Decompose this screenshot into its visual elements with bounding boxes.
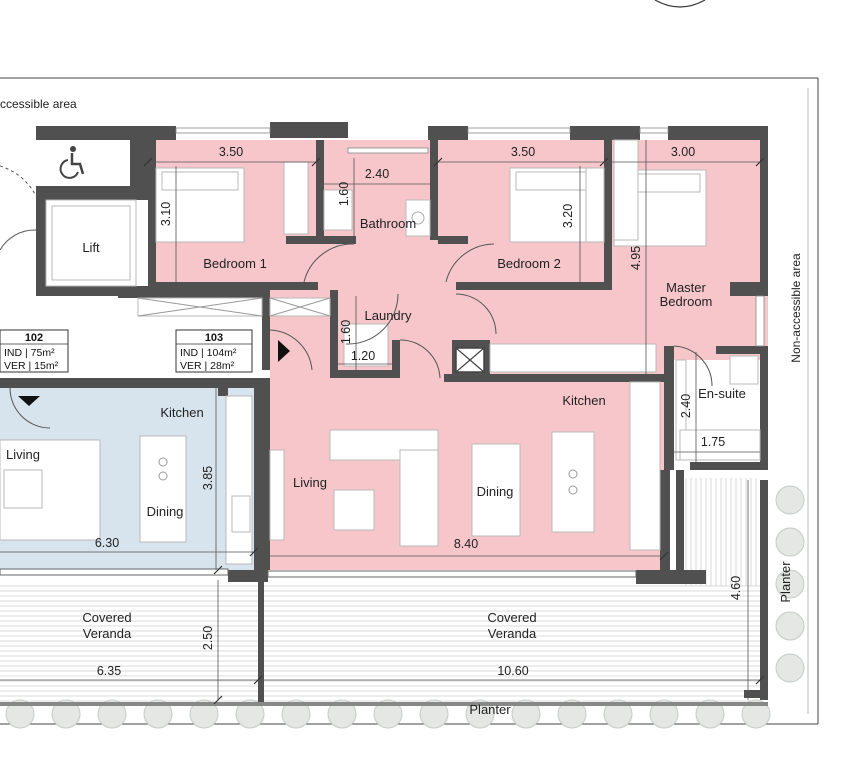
dim-master-width: 3.00 (671, 145, 695, 159)
ensuite-label: En-suite (698, 386, 746, 401)
lift-label: Lift (82, 240, 100, 255)
planter-bush (775, 485, 805, 515)
unit-103-number: 103 (205, 332, 223, 344)
dim-bed1-width: 3.50 (219, 145, 243, 159)
kitchen-103-label: Kitchen (562, 393, 605, 408)
planter-bush (775, 527, 805, 557)
dim-bed2-width: 3.50 (511, 145, 535, 159)
master-bedroom-label-line1: Master (666, 280, 706, 295)
planter-bush (143, 699, 173, 729)
dining-103-label: Dining (477, 484, 514, 499)
planter-bush (775, 569, 805, 599)
planter-bush (649, 699, 679, 729)
living-103-label: Living (293, 475, 327, 490)
entry-arrow-icon (18, 396, 40, 406)
dim-unit102-depth: 3.85 (201, 466, 215, 490)
unit-102-ind: IND | 75m² (4, 347, 55, 359)
unit-102-infobox (0, 329, 69, 373)
dim-laundry-depth: 1.60 (339, 320, 353, 344)
planter-bush (603, 699, 633, 729)
dim-ensuite-depth: 2.40 (679, 394, 693, 418)
planter-bush (51, 699, 81, 729)
veranda-decking (0, 478, 760, 702)
kitchen-102-label: Kitchen (160, 405, 203, 420)
dim-unit102-width: 6.30 (95, 536, 119, 550)
site-outline (0, 0, 819, 725)
planter-bush (465, 699, 495, 729)
unit-103-ind: IND | 104m² (180, 347, 237, 359)
planter-bush (775, 653, 805, 683)
planter-bush (557, 699, 587, 729)
planter-bush (281, 699, 311, 729)
dim-bath-width: 2.40 (365, 167, 389, 181)
dim-laundry-width: 1.20 (351, 349, 375, 363)
unit-103-ver: VER | 28m² (180, 360, 235, 372)
bathroom-label: Bathroom (360, 216, 416, 231)
planter-bush (189, 699, 219, 729)
master-bedroom-label-line2: Bedroom (660, 294, 713, 309)
planter-bush (97, 699, 127, 729)
bedroom1-label: Bedroom 1 (203, 256, 267, 271)
planter-bush (419, 699, 449, 729)
wheelchair-icon (58, 144, 86, 182)
planter-bottom-label: Planter (469, 702, 511, 717)
accessible-area-note: ccessible area (0, 97, 77, 111)
planter-bush (775, 611, 805, 641)
glazing (0, 127, 765, 578)
dim-veranda2-width: 10.60 (497, 664, 528, 678)
dim-bed2-depth: 3.20 (561, 204, 575, 228)
dim-bath-depth: 1.60 (337, 182, 351, 206)
planter-bush (235, 699, 265, 729)
planter-bush (695, 699, 725, 729)
dim-unit103-width: 8.40 (454, 537, 478, 551)
veranda2-label-line2: Veranda (488, 626, 537, 641)
entry-arrow-icon (278, 340, 290, 362)
veranda1-label-line1: Covered (82, 610, 131, 625)
veranda1-label-line2: Veranda (83, 626, 132, 641)
dim-veranda2-depth: 4.60 (729, 576, 743, 600)
laundry-label: Laundry (365, 308, 412, 323)
dining-102-label: Dining (147, 504, 184, 519)
planter-bushes (5, 485, 805, 729)
dim-veranda-depth: 2.50 (201, 626, 215, 650)
unit-103-infobox (175, 329, 253, 373)
dim-bed1-depth: 3.10 (159, 202, 173, 226)
veranda2-label-line1: Covered (487, 610, 536, 625)
unit-102-number: 102 (25, 332, 43, 344)
planter-bush (373, 699, 403, 729)
planter-bush (741, 699, 771, 729)
dimension-lines (0, 140, 765, 705)
storage-cupboards (137, 297, 657, 373)
unit-102-ver: VER | 15m² (4, 360, 59, 372)
planter-bush (327, 699, 357, 729)
planter-right-label: Planter (778, 561, 793, 603)
planter-bush (511, 699, 541, 729)
furniture (0, 139, 761, 565)
dim-master-depth: 4.95 (629, 246, 643, 270)
dim-veranda1-width: 6.35 (97, 664, 121, 678)
dim-ensuite-width: 1.75 (701, 435, 725, 449)
living-102-label: Living (6, 447, 40, 462)
planter-bush (5, 699, 35, 729)
bedroom2-label: Bedroom 2 (497, 256, 561, 271)
non-accessible-area-note: Non-accessible area (789, 253, 803, 363)
door-swings (0, 165, 713, 429)
